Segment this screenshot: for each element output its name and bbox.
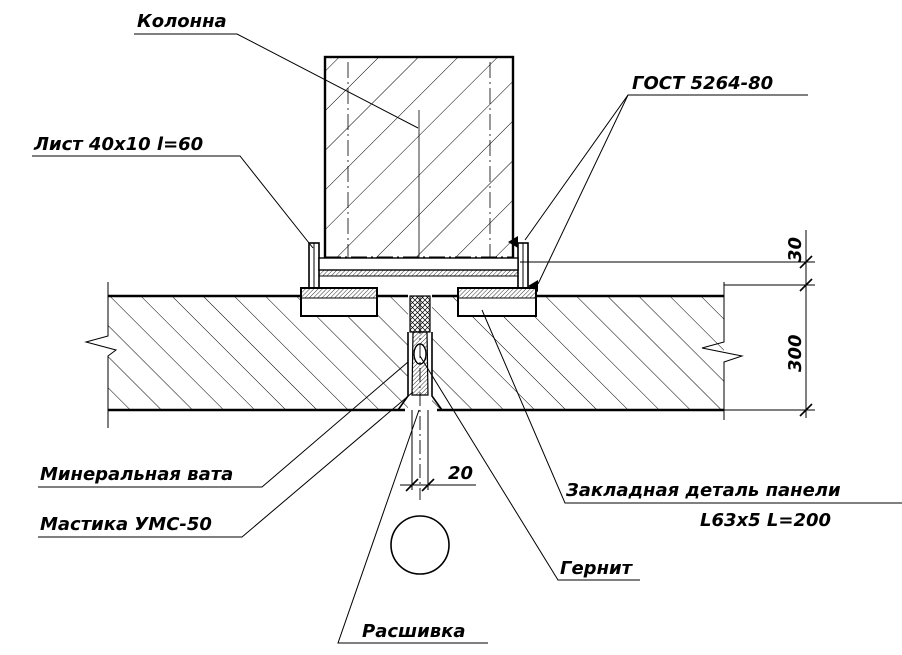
right-break-line [701,282,744,420]
label-column: Колонна [137,11,227,32]
label-embedded-line2: L63x5 L=200 [700,510,831,531]
detail-marker-circle [390,515,450,575]
label-gost: ГОСТ 5264-80 [632,73,773,94]
steel-elements [300,236,538,317]
left-break-line [84,282,118,428]
dimension-30: 30 [785,237,806,262]
label-mineral-wool: Минеральная вата [40,464,233,485]
dimension-20: 20 [448,463,473,484]
leader-lines [32,33,902,644]
panel-joint [397,295,443,500]
label-gernit: Гернит [560,558,634,579]
label-embedded-line1: Закладная деталь панели [565,480,841,501]
label-sheet: Лист 40х10 l=60 [33,134,203,155]
label-mastic: Мастика УМС-50 [40,514,212,535]
column [323,55,515,269]
dimensions [400,230,815,492]
label-rasshivka: Расшивка [362,621,466,642]
dimension-300: 300 [785,334,806,372]
